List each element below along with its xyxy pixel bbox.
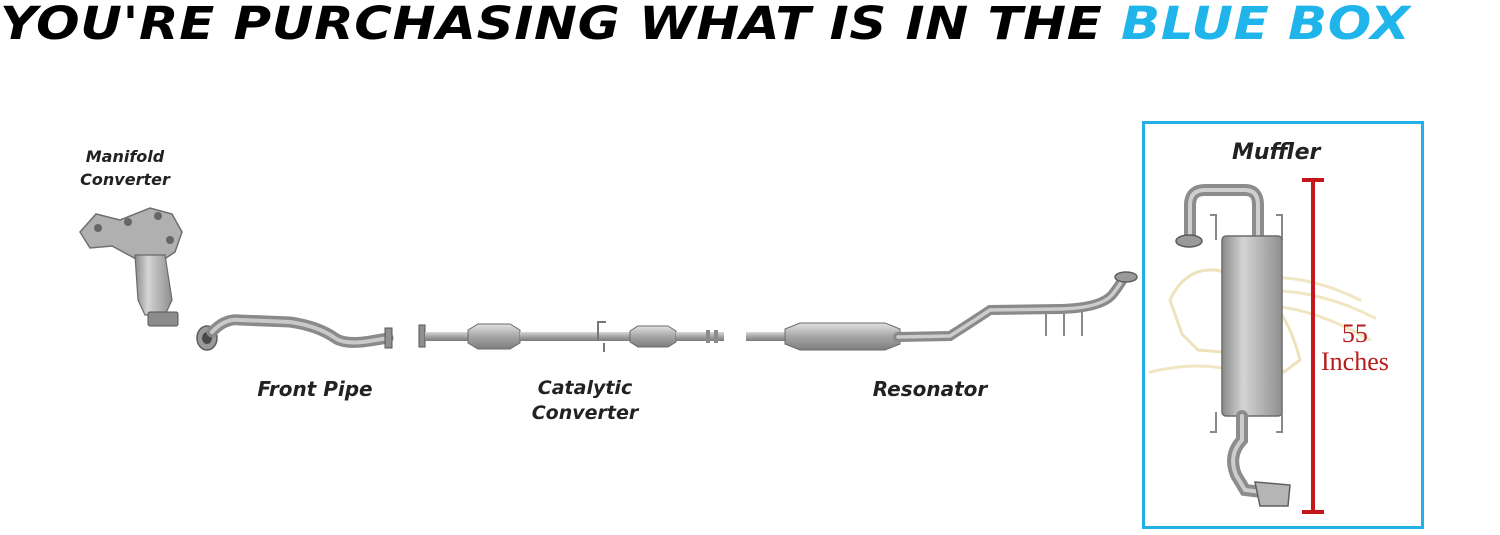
front-pipe-part: [196, 314, 394, 351]
manifold-converter-label: Manifold Converter: [70, 145, 180, 191]
headline: YOU'RE PURCHASING WHAT IS IN THE BLUE BO…: [0, 0, 1500, 50]
front-pipe-label: Front Pipe: [257, 377, 373, 401]
manifold-converter-part: [79, 207, 183, 327]
length-value: 55: [1341, 319, 1368, 348]
muffler-label: Muffler: [1232, 140, 1321, 165]
catalytic-converter-label: Catalytic Converter: [510, 376, 660, 426]
length-unit: Inches: [1321, 347, 1389, 376]
length-measurement: 55 Inches: [1321, 320, 1389, 376]
headline-accent: BLUE BOX: [1121, 0, 1411, 50]
catalytic-label-line1: Catalytic: [537, 377, 633, 399]
catalytic-converter-part: [418, 321, 724, 352]
headline-main: YOU'RE PURCHASING WHAT IS IN THE: [0, 0, 1122, 50]
muffler-part: [1175, 184, 1291, 507]
resonator-part: [746, 271, 1138, 351]
length-measure-line: [1302, 178, 1324, 514]
manifold-label-line2: Converter: [80, 170, 170, 189]
resonator-label: Resonator: [872, 377, 988, 401]
blue-box-highlight: [1142, 121, 1424, 529]
catalytic-label-line2: Converter: [531, 402, 639, 424]
manifold-label-line1: Manifold: [85, 147, 165, 166]
